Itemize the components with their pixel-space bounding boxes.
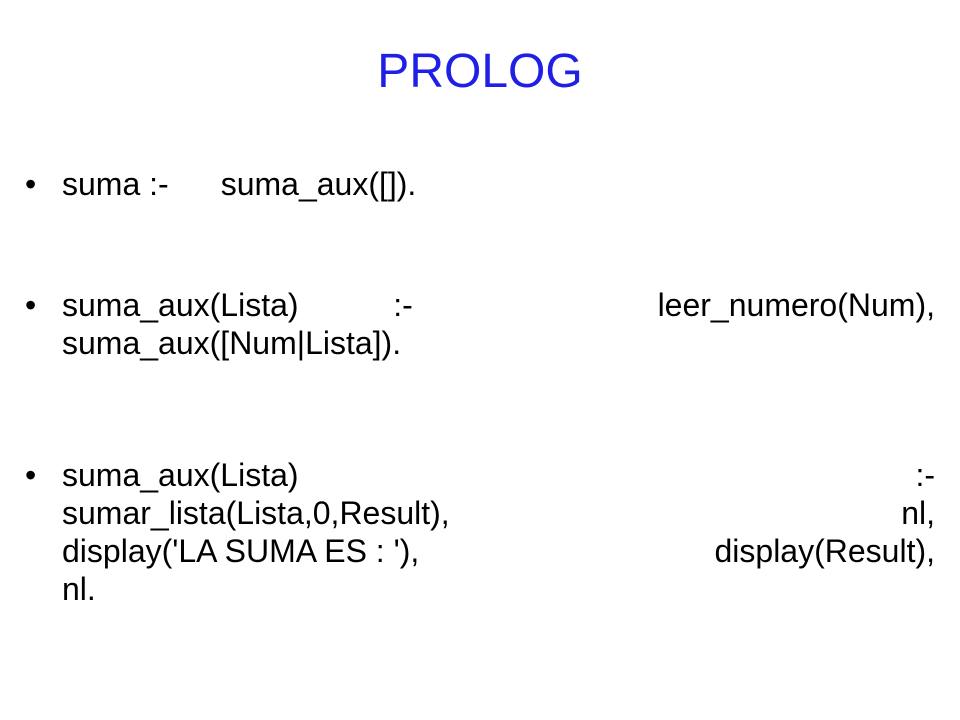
- bullet-dot: •: [25, 287, 37, 323]
- code-token: suma_aux([Num|Lista]).: [62, 325, 402, 361]
- code-line: display('LA SUMA ES : '), display(Result…: [62, 532, 935, 570]
- code-token: suma_aux(Lista): [62, 287, 299, 323]
- code-token: suma_aux([]).: [220, 166, 417, 202]
- bullet-text: suma :- suma_aux([]).: [62, 165, 935, 203]
- bullet-item: • suma :- suma_aux([]).: [25, 165, 935, 203]
- code-token: suma :-: [62, 166, 169, 202]
- bullet-text: suma_aux(Lista) :- leer_numero(Num), sum…: [62, 286, 935, 362]
- code-line: nl.: [62, 570, 935, 608]
- code-token: nl,: [901, 495, 935, 531]
- code-line: suma_aux(Lista) :- leer_numero(Num),: [62, 286, 935, 324]
- bullet-text: suma_aux(Lista) :- sumar_lista(Lista,0,R…: [62, 456, 935, 608]
- code-token: :-: [915, 457, 935, 493]
- bullet-item: • suma_aux(Lista) :- leer_numero(Num), s…: [25, 286, 935, 362]
- code-token: display('LA SUMA ES : '),: [62, 533, 420, 569]
- code-line: sumar_lista(Lista,0,Result), nl,: [62, 494, 935, 532]
- slide-title: PROLOG: [377, 45, 583, 98]
- code-token: display(Result),: [714, 533, 935, 569]
- code-line: suma_aux(Lista) :-: [62, 456, 935, 494]
- code-token: suma_aux(Lista): [62, 457, 299, 493]
- code-token: nl.: [62, 571, 96, 607]
- bullet-dot: •: [25, 166, 37, 202]
- code-line: suma_aux([Num|Lista]).: [62, 324, 935, 362]
- bullet-item: • suma_aux(Lista) :- sumar_lista(Lista,0…: [25, 456, 935, 608]
- code-token: sumar_lista(Lista,0,Result),: [62, 495, 450, 531]
- code-line: suma :- suma_aux([]).: [62, 165, 935, 203]
- bullet-dot: •: [25, 457, 37, 493]
- code-token: :-: [393, 287, 413, 323]
- code-token: leer_numero(Num),: [657, 287, 935, 323]
